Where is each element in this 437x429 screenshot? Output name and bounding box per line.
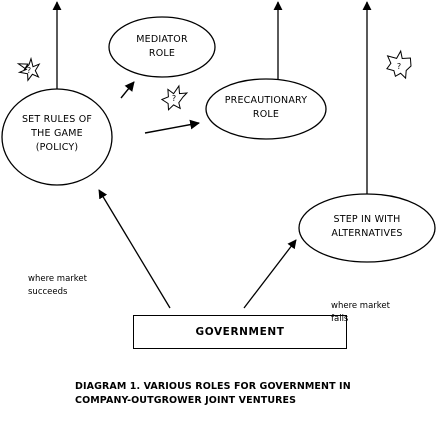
badge-set-rules: ? bbox=[16, 56, 41, 82]
badge-step-in: ? bbox=[386, 49, 412, 80]
node-step-in-line-2: ALTERNATIVES bbox=[331, 227, 403, 239]
note-market-succeeds: where market succeeds bbox=[28, 273, 87, 299]
arrow-to-mediator bbox=[120, 81, 135, 99]
starburst-icon bbox=[16, 56, 41, 82]
diagram-caption: DIAGRAM 1. VARIOUS ROLES FOR GOVERNMENT … bbox=[75, 380, 351, 408]
precautionary-ellipse bbox=[205, 78, 327, 140]
node-set-rules: SET RULES OF THE GAME (POLICY) bbox=[2, 113, 112, 154]
note-market-fails-line-2: fails bbox=[331, 314, 349, 325]
node-mediator-line-2: ROLE bbox=[148, 47, 176, 59]
diagram-caption-line-1: DIAGRAM 1. VARIOUS ROLES FOR GOVERNMENT … bbox=[75, 381, 351, 392]
note-market-succeeds-line-1: where market bbox=[28, 274, 87, 284]
starburst-icon bbox=[160, 84, 189, 111]
note-market-succeeds-line-2: succeeds bbox=[28, 287, 68, 298]
starburst-icon bbox=[386, 49, 412, 80]
node-step-in-line-1: STEP IN WITH bbox=[333, 214, 401, 225]
badge-step-in-label: ? bbox=[397, 62, 401, 71]
diagram-caption-line-2: COMPANY-OUTGROWER JOINT VENTURES bbox=[75, 394, 297, 406]
node-mediator-line-1: MEDIATOR bbox=[136, 34, 188, 45]
badge-mediator-label: ? bbox=[172, 94, 176, 103]
node-mediator: MEDIATOR ROLE bbox=[110, 33, 214, 61]
badge-set-rules-label: ? bbox=[27, 66, 31, 75]
arrow-gov-to-set-rules bbox=[98, 189, 171, 309]
arrow-gov-to-step-in bbox=[243, 239, 297, 309]
note-market-fails-line-1: where market bbox=[331, 301, 390, 311]
government-box: GOVERNMENT bbox=[133, 315, 347, 349]
node-set-rules-line-1: SET RULES OF bbox=[21, 114, 93, 125]
node-set-rules-line-2: THE GAME bbox=[31, 127, 83, 139]
node-set-rules-line-3: (POLICY) bbox=[35, 141, 79, 153]
mediator-ellipse bbox=[108, 16, 216, 78]
node-precautionary-line-1: PRECAUTIONARY bbox=[224, 95, 308, 106]
node-precautionary-line-2: ROLE bbox=[252, 108, 280, 120]
badge-mediator: ? bbox=[160, 84, 189, 111]
node-step-in: STEP IN WITH ALTERNATIVES bbox=[299, 213, 435, 241]
note-market-fails: where market fails bbox=[331, 300, 390, 326]
node-precautionary: PRECAUTIONARY ROLE bbox=[206, 94, 326, 122]
arrow-to-precautionary bbox=[144, 119, 200, 134]
government-label: GOVERNMENT bbox=[195, 326, 285, 338]
